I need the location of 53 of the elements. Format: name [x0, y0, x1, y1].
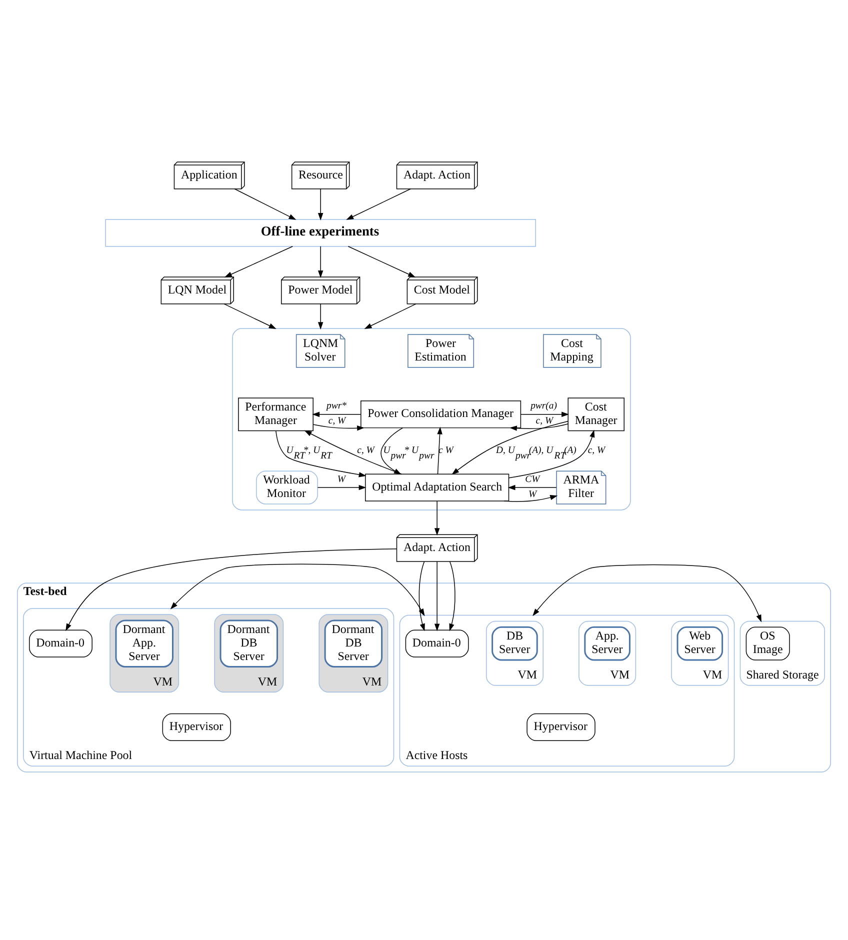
arrow: [224, 304, 276, 329]
arrow: [364, 304, 416, 329]
arrow: [318, 304, 324, 330]
edge-label: W: [528, 488, 537, 500]
arrow: [449, 561, 456, 632]
arrow: [312, 412, 362, 417]
arrow: [508, 430, 595, 478]
arrow: [504, 495, 558, 502]
edge-label: c, W: [328, 416, 346, 427]
arrow: [509, 424, 568, 431]
cluster: [232, 328, 631, 510]
node-box: App. Server: [584, 626, 630, 661]
node-box: Performance Manager: [238, 398, 314, 432]
node-box: Workload Monitor: [256, 470, 318, 504]
node-box: Optimal Adaptation Search: [365, 474, 510, 502]
node-box: Dormant App. Server: [115, 620, 174, 668]
arrow: [318, 246, 324, 278]
arrow: [312, 424, 365, 431]
arrow: [348, 246, 416, 278]
node-box: Domain-0: [405, 630, 469, 658]
node-box: Web Server: [676, 626, 724, 661]
edge-label: W: [337, 474, 346, 485]
edge-label: CW: [525, 474, 540, 485]
arrow: [276, 430, 366, 478]
arrow: [170, 564, 425, 616]
arrow: [532, 564, 762, 622]
node-box: OS Image: [746, 626, 790, 660]
edge-label: pwr*: [326, 400, 346, 412]
arrow: [418, 561, 425, 632]
node-box: Hypervisor: [526, 713, 596, 742]
arrow: [317, 484, 366, 490]
node-box: Domain-0: [29, 630, 92, 658]
arrow: [66, 548, 397, 632]
arrow: [434, 500, 440, 536]
arrow: [520, 412, 570, 417]
node-box: Hypervisor: [162, 713, 231, 742]
arrow: [346, 188, 411, 220]
node-box: DB Server: [492, 626, 538, 661]
edge-label: c, W: [357, 444, 374, 456]
node-box: Power Consolidation Manager: [360, 400, 522, 428]
node-box: Dormant DB Server: [220, 620, 278, 668]
edge-label: c, W: [588, 444, 606, 456]
edge-label: pwr(a): [530, 400, 557, 412]
arrow: [318, 188, 324, 220]
node-box: Off-line experiments: [105, 219, 536, 247]
arrow: [434, 561, 440, 632]
node-box: Cost Manager: [568, 398, 624, 432]
arrow: [234, 188, 296, 220]
arrow: [452, 420, 568, 475]
edge-label: c, W: [536, 416, 554, 427]
arrow: [508, 484, 557, 490]
arrow: [224, 246, 293, 278]
node-box: Dormant DB Server: [324, 620, 383, 668]
